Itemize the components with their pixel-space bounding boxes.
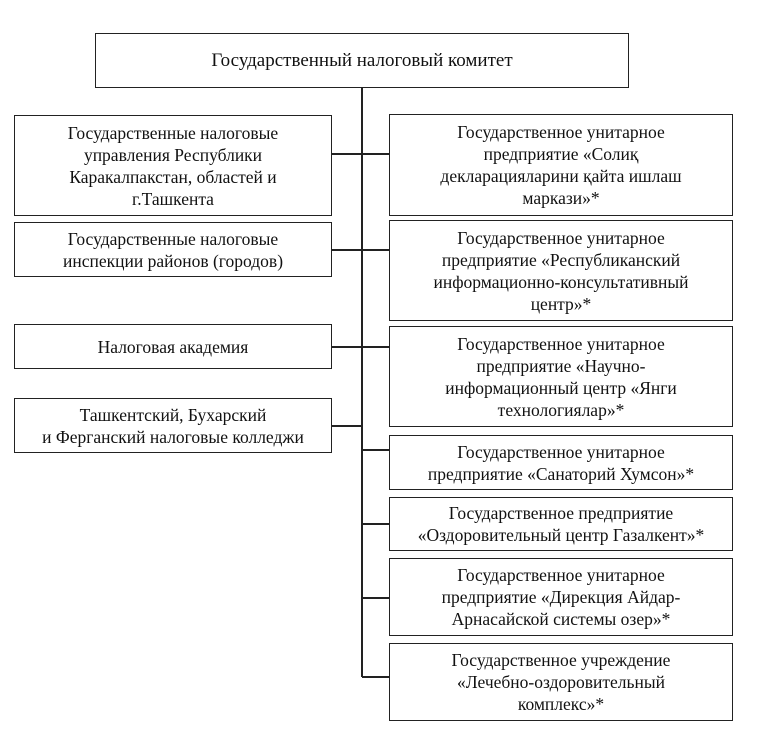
node-line: предприятие «Научно- (476, 355, 646, 376)
node-line: Государственное предприятие (448, 503, 674, 523)
node-line: Государственное унитарное (457, 441, 665, 462)
node-line: г.Ташкента (132, 188, 214, 209)
node-line: Государственные налоговые (67, 228, 279, 249)
node-line: центр»* (530, 293, 592, 314)
node-line: Государственное учреждение (451, 650, 671, 670)
node-line: Государственные налоговые (67, 122, 279, 143)
connector-line (362, 449, 389, 451)
root-node: Государственный налоговый комитет (95, 33, 629, 88)
root-label: Государственный налоговый комитет (211, 49, 513, 71)
connector-line (331, 425, 362, 427)
node-line: инспекции районов (городов) (62, 250, 284, 271)
left-node-tax-academy: Налоговая академия (14, 324, 332, 369)
right-node-health-complex: Государственное учреждение«Лечебно-оздор… (389, 643, 733, 721)
node-line: Ташкентский, Бухарский (79, 404, 267, 425)
node-line: технологиялар»* (497, 399, 625, 420)
node-line: Государственное унитарное (457, 122, 665, 142)
node-line: комплекс»* (517, 694, 605, 714)
node-line: предприятие «Солиқ (483, 144, 639, 164)
node-line: информационно-консультативный (433, 271, 689, 292)
connector-line (331, 249, 389, 251)
node-line: Государственное унитарное (457, 227, 665, 248)
node-line: маркази»* (522, 188, 600, 208)
node-line: Налоговая академия (97, 336, 249, 357)
connector-line (362, 676, 389, 678)
connector-line (331, 346, 389, 348)
connector-line (362, 597, 389, 599)
node-line: предприятие «Санаторий Хумсон»* (427, 463, 695, 484)
node-line: информационный центр «Янги (445, 377, 677, 398)
node-line: декларацияларини қайта ишлаш (440, 166, 682, 186)
connector-line (362, 523, 389, 525)
trunk-line (361, 87, 363, 677)
right-node-gazalkent-center: Государственное предприятие«Оздоровитель… (389, 497, 733, 551)
node-line: «Лечебно-оздоровительный (456, 672, 665, 692)
connector-line (331, 153, 389, 155)
node-line: Каракалпакстан, областей и (69, 166, 277, 187)
node-line: предприятие «Республиканский (441, 249, 681, 270)
node-line: Арнасайской системы озер»* (451, 609, 671, 629)
node-line: и Ферганский налоговые колледжи (42, 426, 304, 447)
node-line: Государственное унитарное (457, 565, 665, 585)
node-line: Государственное унитарное (457, 333, 665, 354)
node-line: «Оздоровительный центр Газалкент»* (417, 525, 705, 545)
node-line: управления Республики (83, 144, 263, 165)
node-line: предприятие «Дирекция Айдар- (441, 587, 681, 607)
